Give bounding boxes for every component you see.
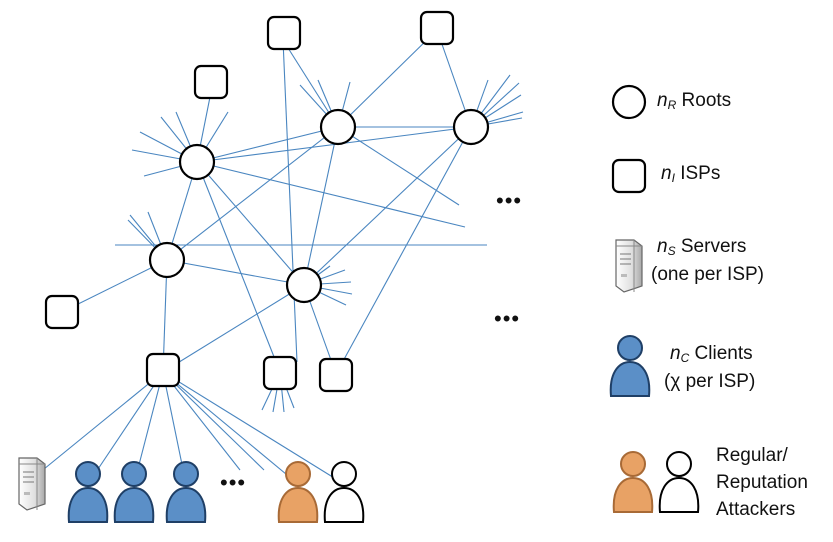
- isp-node: [145, 352, 181, 388]
- isp-node: [318, 357, 354, 393]
- edge: [196, 161, 281, 373]
- bottom-hosts: [18, 457, 365, 523]
- sub: S: [667, 244, 676, 258]
- legend-attackers-line1: Regular/: [716, 445, 788, 466]
- root-node: [285, 266, 323, 304]
- edge: [303, 126, 339, 286]
- client-icon: [113, 461, 155, 523]
- edge: [162, 371, 345, 485]
- legend-servers: nS Servers: [657, 236, 746, 259]
- reputation-attacker-icon: [323, 461, 365, 523]
- edge: [282, 39, 298, 363]
- legend-attackers-line3: Attackers: [716, 499, 796, 520]
- isp-nodes: [44, 10, 455, 393]
- edges: [32, 29, 524, 485]
- legend-roots-label: Roots: [681, 90, 732, 111]
- edge: [196, 161, 466, 228]
- root-node: [452, 108, 490, 146]
- edge: [162, 284, 305, 373]
- edge: [196, 126, 339, 163]
- isp-node: [419, 10, 455, 46]
- client-icon: [165, 461, 207, 523]
- ellipsis: •••: [494, 306, 521, 331]
- ellipsis: •••: [220, 470, 247, 495]
- sub: C: [680, 351, 690, 365]
- var: n: [657, 236, 668, 257]
- isp-legend-icon: [611, 158, 647, 194]
- regular-attacker-icon: [277, 461, 319, 523]
- var: n: [661, 163, 672, 184]
- edge: [87, 371, 164, 485]
- isp-node: [266, 15, 302, 51]
- edge: [32, 371, 164, 479]
- edge-stub: [162, 371, 265, 471]
- legend-isps: nI ISPs: [661, 163, 720, 186]
- root-legend-icon: [611, 84, 647, 120]
- sub: I: [671, 171, 675, 185]
- edge-stub: [162, 371, 241, 471]
- edge: [166, 126, 339, 261]
- reputation-attacker-legend-icon: [658, 451, 700, 513]
- regular-attacker-legend-icon: [612, 451, 654, 513]
- sub: R: [667, 98, 677, 112]
- root-node: [178, 143, 216, 181]
- isp-node: [262, 355, 298, 391]
- server-icon: [18, 457, 46, 511]
- edge: [61, 259, 168, 313]
- isp-node: [193, 64, 229, 100]
- edge: [335, 126, 472, 375]
- edge: [162, 371, 299, 485]
- var: n: [670, 343, 681, 364]
- ellipsis: •••: [496, 188, 523, 213]
- legend-clients-note: (χ per ISP): [664, 371, 756, 392]
- legend-roots: nR Roots: [657, 90, 731, 113]
- legend-clients-label: Clients: [694, 343, 753, 364]
- legend-icons: [609, 84, 700, 513]
- root-nodes: [148, 108, 490, 304]
- edge: [196, 161, 305, 286]
- client-icon: [67, 461, 109, 523]
- root-node: [148, 241, 186, 279]
- isp-node: [44, 294, 80, 330]
- client-legend-icon: [609, 335, 651, 397]
- legend-clients: nC Clients: [670, 343, 753, 366]
- edge: [337, 126, 460, 206]
- var: n: [657, 90, 668, 111]
- edge: [303, 126, 472, 286]
- legend-servers-label: Servers: [680, 236, 747, 257]
- edge: [337, 29, 438, 128]
- legend-attackers-line2: Reputation: [716, 472, 808, 493]
- legend-servers-note: (one per ISP): [651, 264, 764, 285]
- root-node: [319, 108, 357, 146]
- server-legend-icon: [615, 239, 643, 293]
- edge: [166, 259, 305, 286]
- legend-isps-label: ISPs: [680, 163, 721, 184]
